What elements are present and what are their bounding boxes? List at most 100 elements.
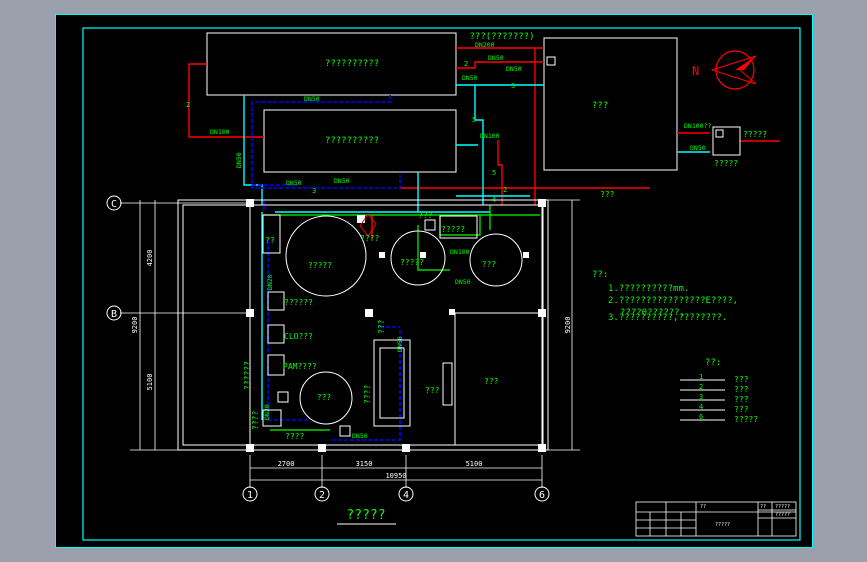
- pipe-number-2-c: 2: [503, 186, 507, 194]
- sheet-inner-frame: [82, 27, 801, 541]
- compass-fill: [735, 56, 756, 70]
- pipe-number-2-a: 2: [186, 101, 190, 109]
- compass-ring: [715, 50, 755, 90]
- pipe-number-5: 5: [472, 116, 476, 124]
- right-equipment-box: [712, 126, 741, 156]
- legend-heading: ??:: [705, 358, 721, 368]
- legend-label: ???: [734, 385, 749, 394]
- pipe-number-5-b: 5: [492, 169, 496, 177]
- label-dn200: DN200: [475, 41, 495, 49]
- compass-label: N: [692, 64, 699, 78]
- room-h-label: ????: [251, 411, 260, 430]
- axis-1: 1: [247, 490, 253, 501]
- compass: N: [692, 50, 757, 90]
- dim-9200-right: 9200: [564, 317, 572, 334]
- legend-label: ???: [734, 405, 749, 414]
- axis-b: B: [111, 309, 117, 320]
- label-dn50-lower-b: DN50: [286, 179, 302, 187]
- label-dn50-b: DN50: [506, 65, 522, 73]
- tag-b-label: ???: [377, 319, 386, 334]
- dim-3150: 3150: [356, 460, 373, 468]
- label-dn20-lower: DN20: [263, 404, 271, 420]
- title-block-cell-c: ??: [700, 504, 706, 510]
- blue-pipes: [251, 95, 401, 441]
- label-dn50-plan-a: DN50: [334, 177, 350, 185]
- sheet-outer-border: [55, 14, 813, 548]
- legend-row: 2???: [680, 383, 749, 394]
- legend-number: 1: [699, 373, 703, 381]
- title-block-cell-a: ?????: [775, 504, 790, 510]
- label-dn100-plan: DN100: [450, 248, 470, 256]
- label-dn-left-vertical: DN50: [396, 336, 404, 352]
- plan-walls: [177, 199, 549, 451]
- axis-c: C: [111, 199, 117, 210]
- room-c-label: PAM????: [283, 362, 317, 371]
- legend-row: 3???: [680, 393, 749, 404]
- notes-heading: ??:: [592, 270, 608, 280]
- right-room-tag: [546, 56, 556, 66]
- plan-tanks: [285, 215, 523, 425]
- label-dn100-left: DN100: [210, 128, 230, 136]
- label-dn50-top: DN50: [304, 95, 320, 103]
- title-block-text: ????? ????? ????? ?? ??: [700, 504, 790, 528]
- legend-label: ???: [734, 375, 749, 384]
- room-right-label: ??????: [243, 361, 252, 390]
- legend-label: ?????: [734, 415, 758, 424]
- right-equipment-label-2: ?????: [714, 159, 738, 168]
- drawing-title: ?????: [346, 508, 385, 523]
- tank-mid-label: ?????: [400, 258, 424, 267]
- grid-axis-labels: C B 1 2 4 6: [111, 199, 545, 501]
- right-room: [543, 37, 678, 171]
- building-1-label: ??????????: [325, 59, 379, 69]
- dimension-lines: [120, 199, 580, 488]
- pipe-number-3-a: 3: [511, 82, 515, 90]
- notes: ??: 1.??????????mm. 2.????????????????E?…: [592, 270, 738, 323]
- axis-4: 4: [403, 490, 409, 501]
- legend: 1???2???3???4???6?????: [680, 373, 758, 424]
- label-dn100-mid: DN100: [480, 132, 500, 140]
- red-diamond: [359, 213, 377, 237]
- label-dn50-plan-b: DN50: [455, 278, 471, 286]
- tag-a-label: ????: [363, 385, 372, 404]
- bottom-room-label: ????: [285, 432, 304, 441]
- dim-5100: 5100: [146, 374, 154, 391]
- title-block-cell-b: ?????: [775, 512, 790, 518]
- room-small-label: ?????: [441, 225, 465, 234]
- building-2: [263, 109, 457, 173]
- label-dn50-a: DN50: [488, 54, 504, 62]
- pipe-number-2-b: 2: [464, 60, 468, 68]
- title-block-center: ?????: [715, 522, 730, 528]
- room-e-label: ???: [418, 211, 433, 220]
- pipe-labels: DN200 DN50 DN50 DN50 DN50 DN100 DN100 DN…: [210, 41, 711, 440]
- grid-bubbles: [106, 195, 550, 502]
- top-note: ???(???????): [469, 32, 534, 42]
- dim-2700: 2700: [278, 460, 295, 468]
- label-dn100-right: DN100??: [684, 122, 711, 130]
- right-equipment-tag: [715, 129, 724, 138]
- room-g-label: ???: [484, 377, 499, 386]
- legend-number: 2: [699, 383, 703, 391]
- room-f-label: ???: [425, 386, 440, 395]
- tank-right-label: ???: [482, 260, 497, 269]
- axis-2: 2: [319, 490, 325, 501]
- label-dn50-right: DN50: [690, 144, 706, 152]
- red-pipes: [188, 47, 780, 240]
- right-equipment-label-1: ?????: [743, 130, 767, 139]
- plan-equipment: [262, 214, 478, 437]
- label-dn50-vertical: DN50: [235, 152, 243, 168]
- label-dn50-bottom: DN50: [352, 432, 368, 440]
- notes-line-4: 3.??????????,????????.: [608, 313, 727, 323]
- tank-big-left-label: ?????: [308, 261, 332, 270]
- legend-number: 6: [699, 413, 703, 421]
- legend-number: 4: [699, 403, 703, 411]
- dim-5100-b: 5100: [466, 460, 483, 468]
- axis-6: 6: [539, 490, 545, 501]
- plan-room-labels: ?? ????? ?????? CLO??? PAM???? ???? ??? …: [243, 211, 499, 441]
- notes-line-1: 1.??????????mm.: [608, 284, 689, 294]
- notes-line-2: 2.????????????????E????,: [608, 296, 738, 306]
- title-block-cell-d: ??: [760, 504, 766, 510]
- legend-label: ???: [734, 395, 749, 404]
- dim-total: 10950: [385, 472, 406, 480]
- dim-4200: 4200: [146, 250, 154, 267]
